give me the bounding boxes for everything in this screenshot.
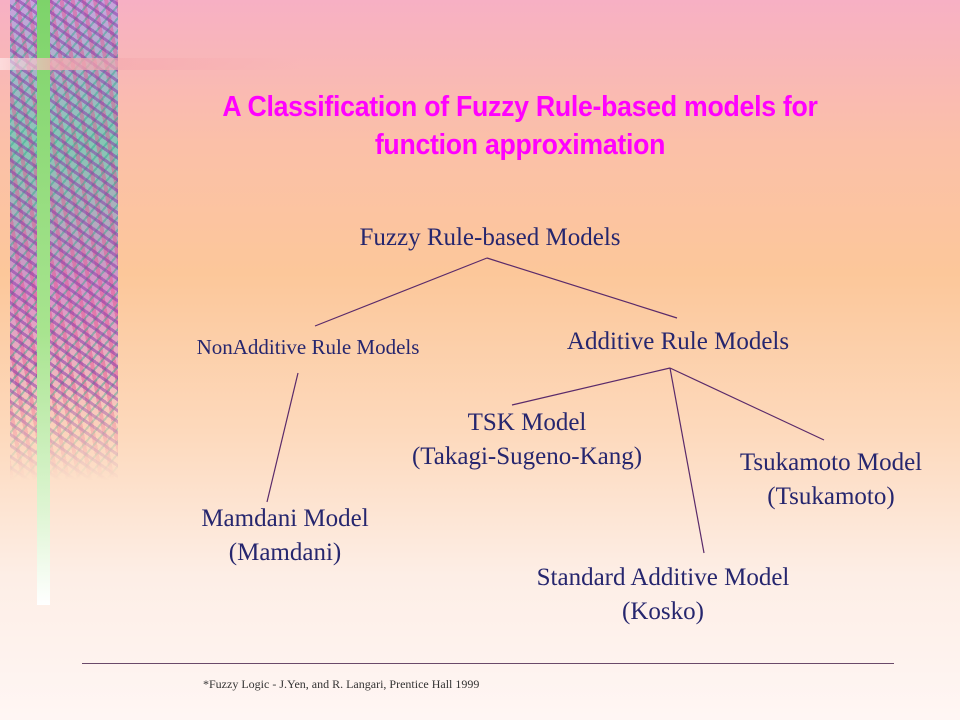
node-tsk-model: TSK Model (Takagi-Sugeno-Kang) [362, 406, 692, 474]
decorative-vertical-bar [37, 0, 50, 605]
connector-nonadditive-to-mamdani [266, 372, 299, 503]
footnote-citation: *Fuzzy Logic - J.Yen, and R. Langari, Pr… [203, 677, 480, 691]
node-nonadditive-rule-models: NonAdditive Rule Models [148, 330, 468, 364]
node-tsk-author: (Takagi-Sugeno-Kang) [411, 443, 643, 470]
slide-title-line-2: function approximation [374, 129, 666, 161]
footer-divider [82, 663, 894, 664]
connector-additive-to-tsukamoto [669, 367, 825, 441]
decorative-texture-strip [10, 0, 118, 480]
node-additive-label: Additive Rule Models [566, 328, 790, 355]
slide-title-line-1: A Classification of Fuzzy Rule-based mod… [222, 91, 818, 123]
node-fuzzy-rule-based-models: Fuzzy Rule-based Models [310, 221, 670, 255]
node-tsukamoto-author: (Tsukamoto) [767, 483, 895, 510]
node-tsukamoto-model: Tsukamoto Model (Tsukamoto) [700, 446, 960, 514]
node-root-label: Fuzzy Rule-based Models [359, 224, 621, 251]
node-mamdani-model: Mamdani Model (Mamdani) [155, 502, 415, 570]
node-standard-additive-model: Standard Additive Model (Kosko) [473, 561, 853, 629]
node-nonadditive-label: NonAdditive Rule Models [196, 335, 420, 359]
node-sam-author: (Kosko) [622, 598, 704, 625]
node-tsk-name: TSK Model [467, 409, 587, 436]
connector-additive-to-sam [669, 367, 705, 554]
slide-title: A Classification of Fuzzy Rule-based mod… [180, 88, 861, 164]
node-sam-name: Standard Additive Model [536, 564, 790, 591]
connector-additive-to-tsk [511, 367, 671, 406]
decorative-horizontal-bar [0, 58, 300, 70]
node-mamdani-name: Mamdani Model [201, 505, 369, 532]
node-tsukamoto-name: Tsukamoto Model [739, 449, 923, 476]
connector-root-to-nonadditive [314, 257, 488, 327]
node-mamdani-author: (Mamdani) [228, 539, 342, 566]
connector-root-to-additive [486, 257, 678, 319]
node-additive-rule-models: Additive Rule Models [508, 325, 848, 359]
